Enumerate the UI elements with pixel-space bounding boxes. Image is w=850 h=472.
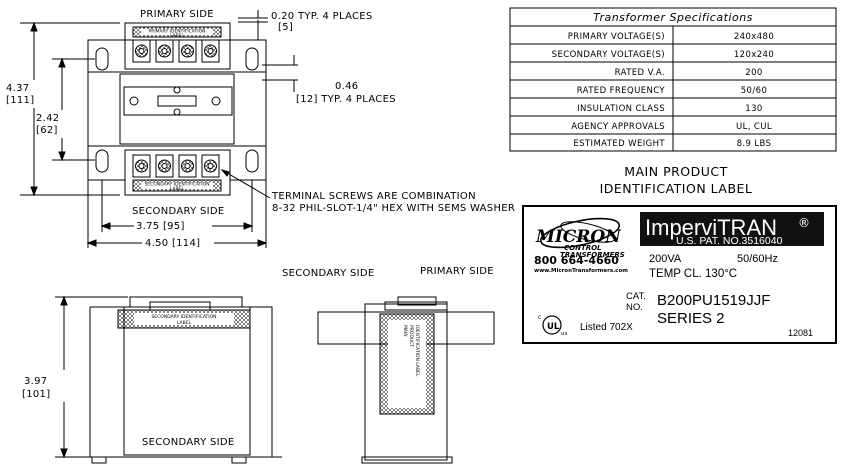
side-core bbox=[364, 303, 448, 461]
dim-375: 3.75 [95] bbox=[136, 221, 185, 232]
registered-mark: ® bbox=[798, 216, 810, 230]
side-label-line3: IDENTIFICATION LABEL bbox=[414, 325, 420, 377]
spec-row-label: SECONDARY VOLTAGE(S) bbox=[552, 50, 665, 60]
spec-row-label: PRIMARY VOLTAGE(S) bbox=[568, 32, 665, 42]
patent-number: U.S. PAT. NO.3516040 bbox=[676, 235, 783, 247]
cat-label: CAT. bbox=[626, 291, 646, 302]
dim-397: 3.97 bbox=[24, 376, 47, 387]
c-mark: c bbox=[538, 314, 541, 321]
no-label: NO. bbox=[626, 302, 643, 313]
front-secondary-side-top: SECONDARY SIDE bbox=[282, 268, 374, 279]
rating-freq: 50/60Hz bbox=[737, 253, 778, 265]
top-view: PRIMARY SIDE PRIMARY IDENTIFICATION LABE… bbox=[6, 9, 515, 249]
primary-side-label: PRIMARY SIDE bbox=[140, 9, 214, 20]
secondary-id-label-text: SECONDARY IDENTIFICATION bbox=[144, 182, 209, 188]
terminal-note-line2: 8-32 PHIL-SLOT-1/4" HEX WITH SEMS WASHER bbox=[272, 203, 515, 214]
ul-text: UL bbox=[547, 322, 560, 332]
mounting-slot bbox=[95, 149, 109, 173]
dim-242: 2.42 bbox=[36, 113, 59, 124]
mounting-slot bbox=[245, 47, 259, 71]
front-id-label-text2: LABEL bbox=[177, 320, 192, 326]
micron-logo: MICRON CONTROL TRANSFORMERS 800 664-4660… bbox=[534, 217, 628, 274]
us-mark: us bbox=[561, 331, 567, 337]
dim-450: 4.50 [114] bbox=[145, 238, 200, 249]
spec-table-title: Transformer Specifications bbox=[593, 11, 753, 24]
rating-va: 200VA bbox=[649, 253, 682, 265]
main-label-caption: MAIN PRODUCT IDENTIFICATION LABEL bbox=[600, 164, 753, 196]
label-code: 12081 bbox=[788, 328, 813, 338]
side-view: PRIMARY SIDE MAIN PRODUCT IDENTIFICATION… bbox=[317, 266, 495, 464]
secondary-id-label-text2: LABEL bbox=[170, 186, 185, 192]
spec-row-value: 120x240 bbox=[734, 50, 774, 60]
rating-temp: TEMP CL. 130°C bbox=[649, 268, 737, 280]
catalog-number: B200PU1519JJF bbox=[657, 292, 770, 309]
front-id-label-text: SECONDARY IDENTIFICATION bbox=[151, 314, 216, 320]
secondary-side-label: SECONDARY SIDE bbox=[132, 206, 224, 217]
primary-terminal-block bbox=[124, 22, 231, 70]
caption-line1: MAIN PRODUCT bbox=[624, 164, 728, 179]
dim-046-mm: [12] TYP. 4 PLACES bbox=[296, 94, 396, 105]
ul-listed-mark: UL c us Listed 702X bbox=[538, 314, 633, 337]
spec-row-value: 240x480 bbox=[734, 32, 774, 42]
spec-row-value: 130 bbox=[745, 104, 762, 114]
mounting-slot bbox=[245, 149, 259, 173]
series: SERIES 2 bbox=[657, 310, 725, 327]
front-body bbox=[89, 306, 273, 458]
side-primary-side: PRIMARY SIDE bbox=[420, 266, 494, 277]
brand-website: www.MicronTransformers.com bbox=[534, 268, 628, 274]
dim-020-mm: [5] bbox=[278, 22, 293, 33]
spec-table: Transformer Specifications PRIMARY VOLTA… bbox=[509, 7, 837, 152]
primary-id-label-text2: LABEL bbox=[170, 33, 185, 39]
dim-242-mm: [62] bbox=[36, 125, 58, 136]
spec-row-value: UL, CUL bbox=[736, 122, 772, 132]
dim-437: 4.37 bbox=[6, 83, 29, 94]
spec-row-label: RATED FREQUENCY bbox=[577, 86, 666, 96]
side-top-block bbox=[384, 301, 448, 311]
dim-397-mm: [101] bbox=[22, 389, 50, 400]
caption-line2: IDENTIFICATION LABEL bbox=[600, 181, 753, 196]
brand-transformers: TRANSFORMERS bbox=[560, 251, 625, 259]
brand-control: CONTROL bbox=[564, 244, 602, 252]
spec-row-value: 8.9 LBS bbox=[737, 139, 772, 149]
terminal-note-line1: TERMINAL SCREWS ARE COMBINATION bbox=[271, 191, 476, 202]
product-label: MICRON CONTROL TRANSFORMERS 800 664-4660… bbox=[522, 205, 837, 344]
dim-437-mm: [111] bbox=[6, 95, 34, 106]
secondary-terminal-screws bbox=[132, 154, 220, 178]
primary-terminal-screws bbox=[132, 39, 220, 63]
side-label-line2: PRODUCT bbox=[408, 325, 414, 347]
spec-row-value: 50/60 bbox=[741, 86, 768, 96]
dim-020: 0.20 TYP. 4 PLACES bbox=[271, 11, 373, 22]
product-name: ImperviTRAN bbox=[645, 215, 777, 240]
primary-id-label-text: PRIMARY IDENTIFICATION bbox=[149, 29, 206, 35]
imperviTRAN-banner bbox=[640, 212, 824, 246]
spec-row-label: INSULATION CLASS bbox=[577, 104, 665, 114]
mounting-slot bbox=[95, 47, 109, 71]
listed-text: Listed 702X bbox=[580, 322, 633, 333]
brand-micron: MICRON bbox=[535, 227, 622, 247]
front-secondary-side-bottom: SECONDARY SIDE bbox=[142, 437, 234, 448]
spec-row-label: ESTIMATED WEIGHT bbox=[573, 139, 665, 149]
spec-row-label: RATED V.A. bbox=[615, 68, 665, 78]
spec-row-label: AGENCY APPROVALS bbox=[571, 122, 665, 132]
dim-046: 0.46 bbox=[335, 81, 358, 92]
front-view: SECONDARY SIDE SECONDARY IDENTIFICATION … bbox=[22, 268, 374, 464]
brand-phone: 800 664-4660 bbox=[534, 254, 619, 267]
spec-row-value: 200 bbox=[745, 68, 762, 78]
side-label-line1: MAIN bbox=[402, 325, 408, 337]
